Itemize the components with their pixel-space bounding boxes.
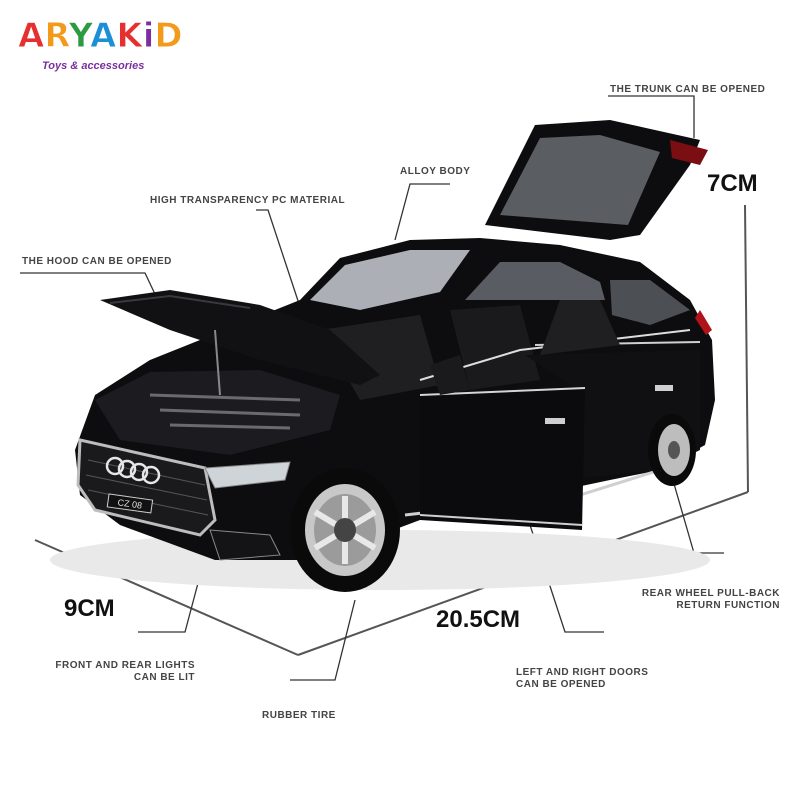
rear-wheel [648,414,696,486]
callout-doors: LEFT AND RIGHT DOORS CAN BE OPENED [516,667,648,691]
front-door [419,355,586,530]
callout-doors-line2: CAN BE OPENED [516,679,606,690]
front-wheel [290,468,400,592]
trunk-lid [485,120,708,240]
callout-lights-line2: CAN BE LIT [133,672,195,683]
callout-hood: THE HOOD CAN BE OPENED [22,256,172,267]
callout-pullback-line2: RETURN FUNCTION [676,600,780,611]
callout-pullback-line1: REAR WHEEL PULL-BACK [641,588,780,599]
brand-logo: ARYAKiD Toys & accessories [17,16,183,76]
callout-lights: FRONT AND REAR LIGHTS CAN BE LIT [30,660,195,684]
brand-logo-letter: K [116,16,143,57]
brand-logo-letter: i [142,16,155,57]
brand-logo-letter: A [17,16,45,57]
brand-logo-letter: Y [68,16,91,57]
alloy-leader-line [394,183,450,241]
dimension-width-label: 9CM [64,595,115,622]
license-plate [106,493,154,514]
dimension-height-label: 7CM [707,170,758,197]
front-fascia: CZ 08 [76,438,291,561]
callout-lights-line1: FRONT AND REAR LIGHTS [55,660,195,671]
license-plate-text: CZ 08 [117,497,143,510]
callout-pullback: REAR WHEEL PULL-BACK RETURN FUNCTION [580,588,780,612]
callout-trunk: THE TRUNK CAN BE OPENED [610,84,766,95]
brand-logo-letter: R [44,16,69,57]
dimension-length-label: 20.5CM [436,606,521,633]
height-dimension-line [744,204,749,493]
brand-logo-letter: D [154,16,183,57]
headlight [204,461,291,489]
brand-logo-letter: A [90,16,117,57]
callout-rubber-tire: RUBBER TIRE [262,710,336,721]
callout-alloy-body: ALLOY BODY [400,166,471,177]
callout-pc-material: HIGH TRANSPARENCY PC MATERIAL [150,195,346,206]
tire-leader-line [290,599,356,681]
brand-tagline: Toys & accessories [42,60,145,72]
hood [95,290,380,455]
callout-doors-line1: LEFT AND RIGHT DOORS [516,667,649,678]
trunk-leader-line [608,95,695,138]
pc-material-leader-line [256,209,306,323]
brand-logo-wordmark: ARYAKiD [17,16,183,57]
audi-rings-emblem [105,456,161,485]
